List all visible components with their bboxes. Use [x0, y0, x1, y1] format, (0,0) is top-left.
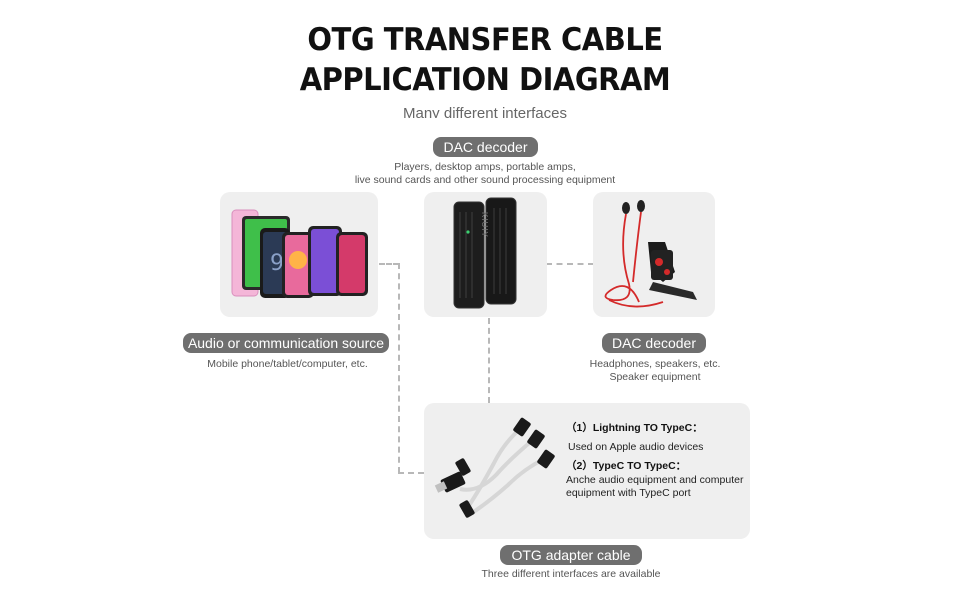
cable-note-1-title: （1）Lightning TO TypeC：: [566, 422, 703, 434]
lightning-plug-icon: [513, 417, 531, 437]
adapter-caption: Three different interfaces are available: [481, 568, 661, 580]
svg-text:9: 9: [270, 251, 284, 276]
cable-note-2-title: （2）TypeC TO TypeC：: [566, 460, 687, 472]
source-label: Audio or communication source: [183, 333, 389, 353]
earbud-right-icon: [637, 200, 645, 212]
earbud-left-icon: [622, 202, 630, 214]
typec-plug-icon-2: [537, 449, 555, 469]
dac-device-illustration: [453, 197, 517, 309]
output-caption-2: Speaker equipment: [609, 371, 701, 383]
connector-source-horizontal: [379, 263, 399, 265]
cable-1: [466, 427, 522, 509]
output-caption-1: Headphones, speakers, etc.: [589, 358, 721, 370]
adapter-label: OTG adapter cable: [500, 545, 642, 565]
output-dac-label: DAC decoder: [602, 333, 706, 353]
connector-source-to-cable: [398, 472, 424, 474]
cable-card: （1）Lightning TO TypeC： Used on Apple aud…: [424, 403, 750, 539]
typec-plug-icon-3: [459, 500, 475, 518]
top-dac-caption-2: live sound cards and other sound process…: [354, 174, 616, 186]
usb-plug-icon: [440, 471, 466, 493]
cable-2: [459, 437, 536, 492]
cable-3: [470, 457, 545, 515]
title-line-2: APPLICATION DIAGRAM: [299, 60, 671, 98]
top-dac-caption-1: Players, desktop amps, portable amps,: [394, 161, 576, 173]
dac-unit-left: [453, 201, 485, 309]
headphone-cable: [604, 213, 640, 303]
connector-device-to-output: [546, 263, 594, 265]
connector-source-vertical: [398, 263, 400, 473]
subtitle: Many different interfaces: [403, 105, 567, 118]
source-card: 9: [220, 192, 378, 317]
led-icon: [466, 230, 470, 234]
title-line-1: OTG TRANSFER CABLE: [307, 20, 663, 58]
cable-note-2-desc-2: equipment with TypeC port: [566, 487, 691, 499]
connector-device-to-cable: [488, 318, 490, 403]
phones-illustration: 9: [231, 209, 368, 298]
dac-device-card: KIUIY: [424, 192, 547, 317]
source-caption: Mobile phone/tablet/computer, etc.: [207, 358, 368, 370]
output-card: [593, 192, 715, 317]
cable-note-2-desc-1: Anche audio equipment and computer: [566, 474, 744, 486]
device-brand: KIUIY: [480, 212, 489, 238]
output-illustration: [604, 200, 697, 308]
typec-plug-icon-4: [455, 458, 471, 476]
cable-note-1-desc: Used on Apple audio devices: [568, 441, 704, 453]
top-dac-label: DAC decoder: [433, 137, 538, 157]
cables-illustration: [434, 417, 555, 518]
typec-plug-icon: [527, 429, 545, 449]
